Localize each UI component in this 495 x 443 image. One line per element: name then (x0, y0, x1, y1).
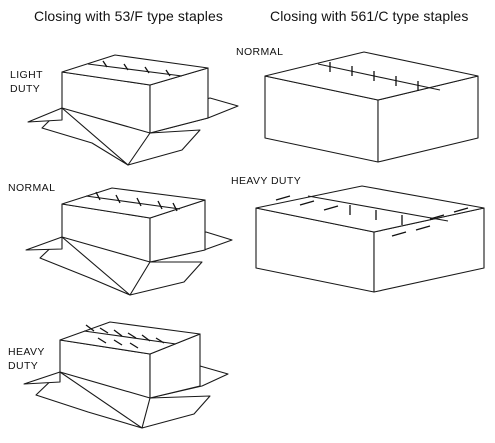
heading-561c-staples: Closing with 561/C type staples (270, 8, 469, 24)
flap-left (39, 236, 131, 296)
label-53f-normal: NORMAL (8, 181, 55, 195)
label-line: HEAVY DUTY (231, 175, 302, 187)
top-seam (83, 330, 177, 345)
flap-right (127, 129, 201, 166)
heading-53f-staples: Closing with 53/F type staples (34, 8, 223, 24)
carton-561c-heavy-duty (255, 185, 485, 293)
top-seam (307, 195, 449, 222)
label-53f-light-duty: LIGHT DUTY (10, 68, 43, 96)
label-line: NORMAL (236, 46, 284, 58)
staples (102, 60, 171, 77)
staples (95, 191, 178, 212)
staples (329, 62, 419, 91)
flap-left-tip (23, 371, 61, 385)
flap-left-tip (25, 236, 63, 251)
box-top (255, 185, 485, 233)
carton-53f-normal (25, 187, 233, 296)
carton-561c-normal (264, 51, 479, 163)
flap-right (129, 261, 203, 296)
carton-53f-light-duty (27, 54, 239, 166)
label-line: DUTY (10, 83, 41, 95)
top-seam (85, 195, 181, 210)
carton-53f-heavy-duty (23, 321, 229, 429)
staples (275, 195, 469, 237)
label-561c-normal: NORMAL (236, 45, 283, 59)
label-561c-heavy-duty: HEAVY DUTY (231, 174, 301, 188)
label-line: HEAVY (8, 346, 45, 358)
staples (85, 324, 165, 349)
flap-right (141, 395, 211, 429)
flap-left-tip (27, 107, 63, 123)
label-line: DUTY (8, 360, 39, 372)
label-line: LIGHT (10, 69, 43, 81)
flap-left (35, 371, 143, 429)
label-line: NORMAL (8, 182, 56, 194)
top-seam (87, 63, 183, 77)
label-53f-heavy-duty: HEAVY DUTY (8, 345, 45, 373)
top-seam (317, 63, 441, 91)
